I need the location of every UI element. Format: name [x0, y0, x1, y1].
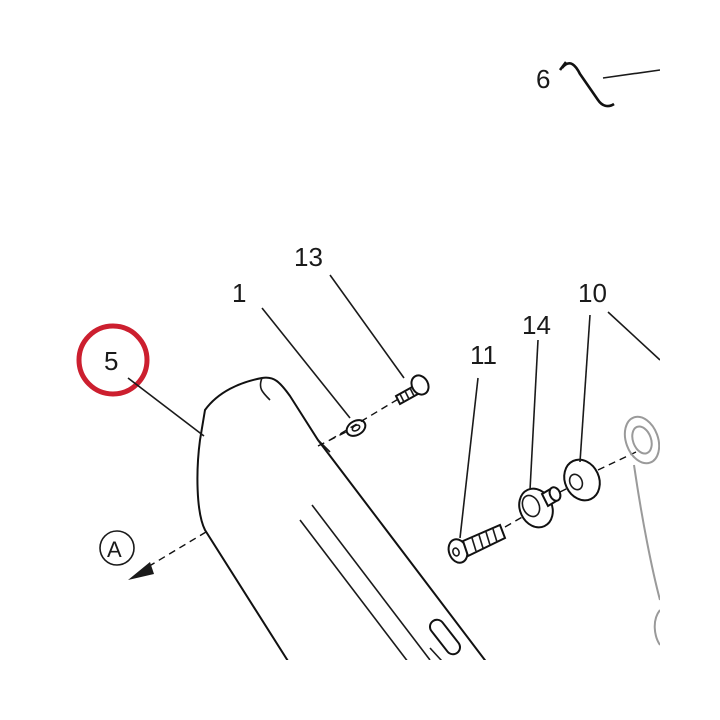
leader-5 — [127, 377, 205, 437]
frame-boss — [623, 415, 661, 646]
axis-1-13 — [329, 397, 401, 441]
leader-11 — [459, 377, 479, 539]
crop-mask — [0, 660, 720, 720]
axis-11-14 — [504, 515, 525, 528]
leader-13 — [329, 274, 405, 379]
view-a-arrowhead — [128, 562, 154, 580]
axis-10-frame — [597, 451, 637, 471]
callout-13: 13 — [294, 242, 323, 272]
part-5-cover — [196, 376, 503, 681]
part-11-bolt — [447, 523, 507, 564]
callout-1: 1 — [232, 278, 246, 308]
part-6-hook — [558, 61, 615, 108]
part-13-screw — [394, 374, 430, 406]
callout-14: 14 — [522, 310, 551, 340]
callout-6: 6 — [536, 64, 550, 94]
callout-10: 10 — [578, 278, 607, 308]
view-a-direction-line — [145, 531, 207, 569]
axis-1-cover — [317, 431, 347, 447]
leader-14 — [529, 339, 539, 491]
callout-5: 5 — [104, 346, 118, 376]
view-a-circle — [99, 530, 135, 566]
leader-6 — [602, 69, 661, 79]
axis-14-10 — [559, 485, 573, 493]
highlight-circle — [76, 323, 150, 397]
callout-11: 11 — [470, 340, 497, 370]
leader-1 — [261, 307, 351, 419]
right-crop-mask — [660, 0, 720, 720]
part-14-bushing — [518, 486, 562, 529]
part-1-washer — [345, 419, 367, 437]
callout-a: A — [107, 537, 122, 562]
leader-10-frame — [607, 311, 661, 361]
leader-10 — [579, 314, 591, 463]
part-10-spacer — [563, 458, 601, 502]
